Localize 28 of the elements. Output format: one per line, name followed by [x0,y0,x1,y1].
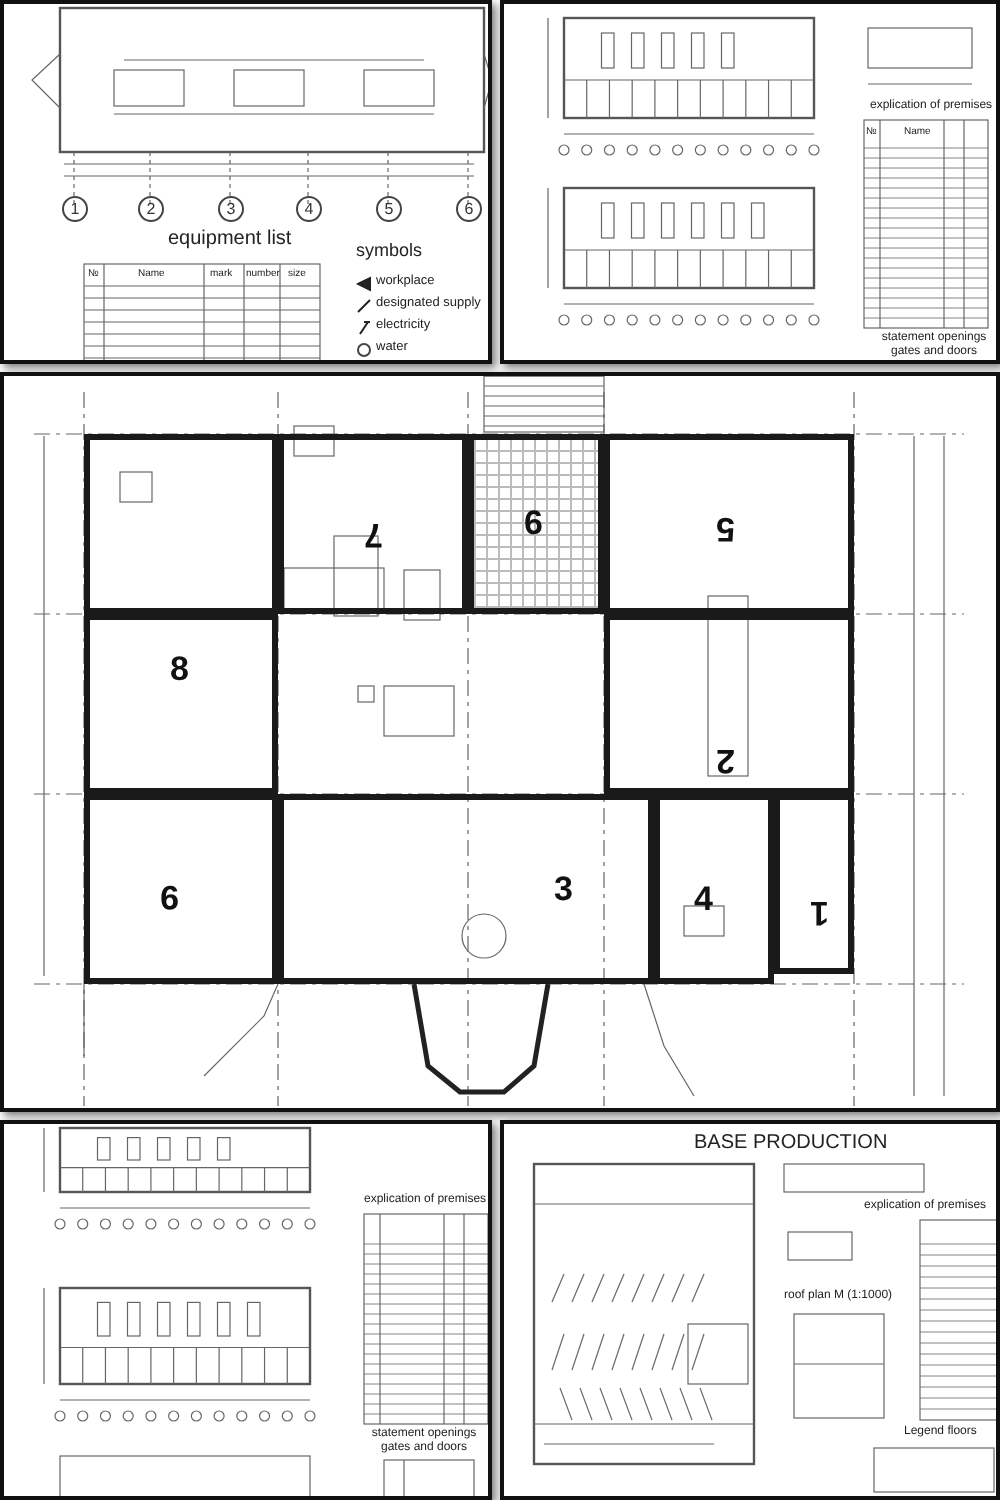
room-number: 3 [554,870,573,910]
axis-marker: 4 [296,196,322,222]
axis-marker: 3 [218,196,244,222]
room-outline [604,614,854,794]
sheet-title: BASE PRODUCTION [694,1132,888,1154]
room-outline [84,794,278,984]
axis-marker: 2 [138,196,164,222]
room-outline [774,794,854,974]
room-number: 8 [170,650,189,690]
axis-marker: 1 [62,196,88,222]
axis-marker: 6 [456,196,482,222]
room-outline [468,434,604,614]
legend-heading: symbols [356,242,423,262]
room-number: 7 [364,514,383,554]
room-outline [84,614,278,794]
room-outline [604,434,854,614]
room-number: 9 [160,876,179,916]
room-outline [84,434,278,614]
room-number: 6 [524,504,543,544]
room-number: 4 [694,880,713,920]
axis-marker: 5 [376,196,402,222]
heading: equipment list [168,228,292,250]
room-number: 1 [810,892,829,932]
room-outline [278,434,468,614]
room-number: 5 [716,508,735,548]
room-number: 2 [716,740,735,780]
room-outline [654,794,774,984]
room-outline [278,794,654,984]
